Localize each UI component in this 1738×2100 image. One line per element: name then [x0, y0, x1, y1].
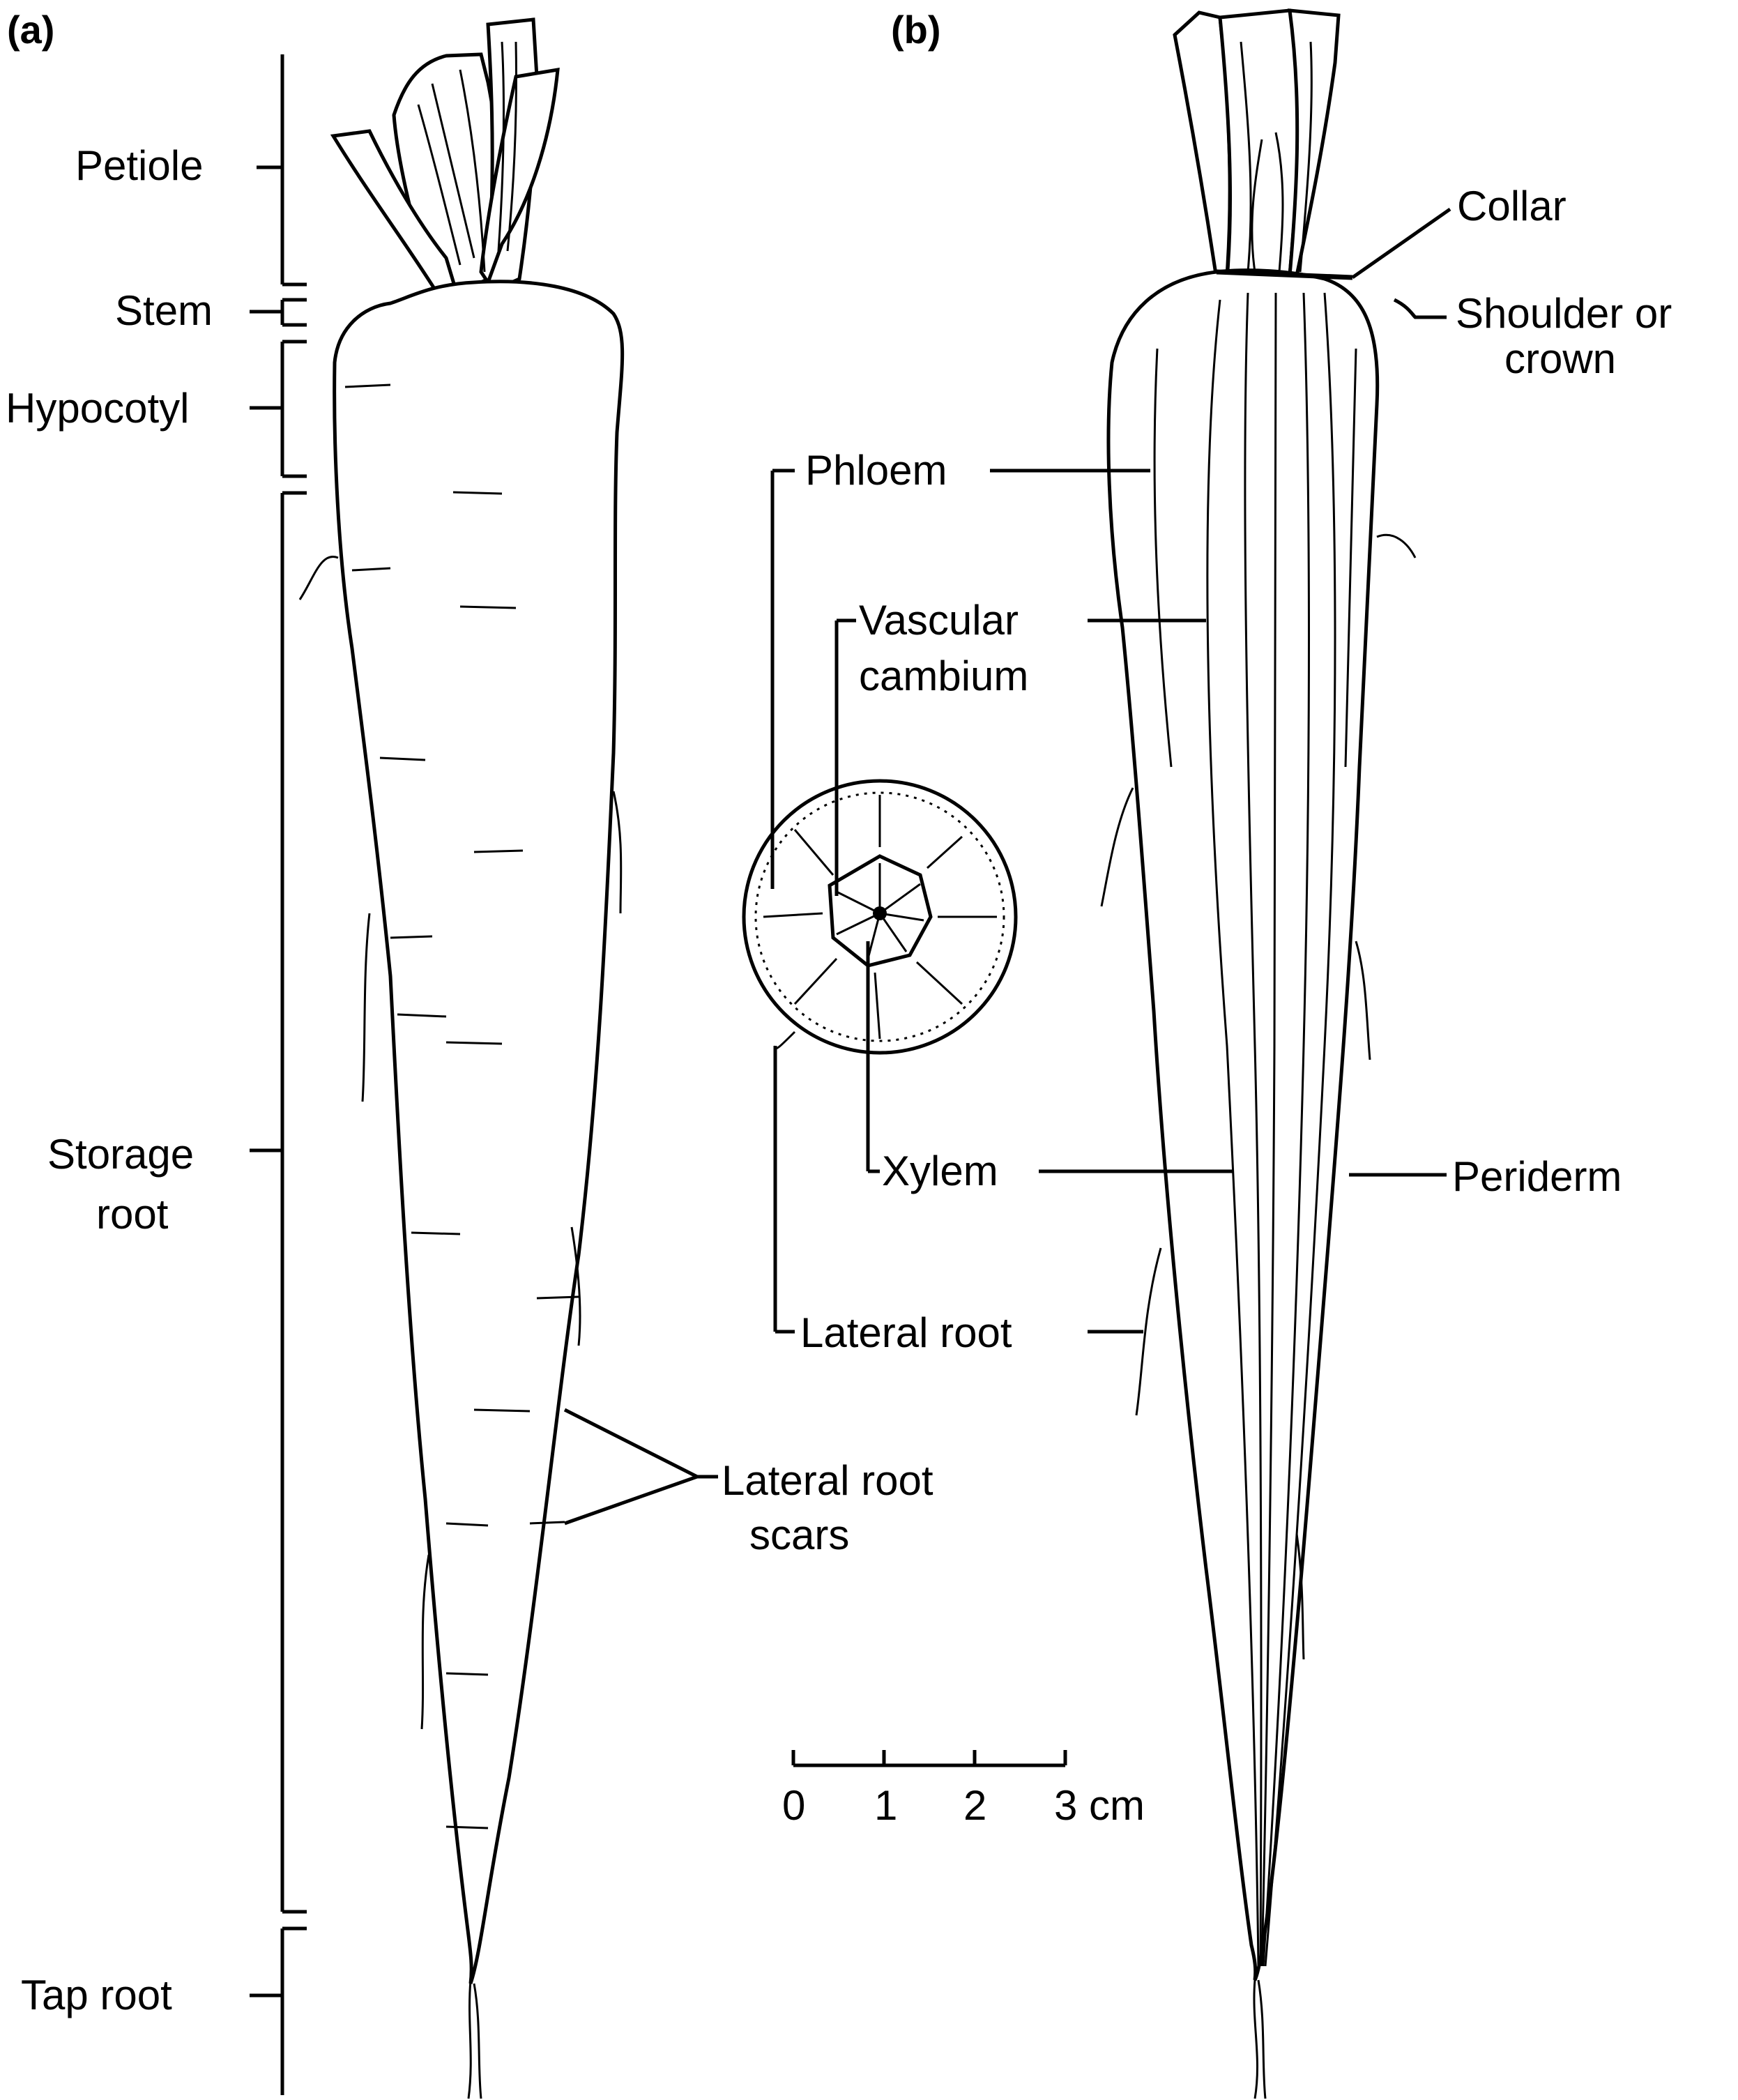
label-periderm: Periderm: [1452, 1153, 1622, 1200]
panel-a-label: (a): [7, 8, 54, 52]
scale-tick-0: 0: [782, 1782, 805, 1829]
label-shoulder-1: Shoulder or: [1456, 290, 1672, 337]
label-vascular-cambium-2: cambium: [859, 653, 1028, 699]
scale-bar: [791, 1750, 1067, 1767]
label-xylem: Xylem: [882, 1148, 998, 1194]
carrot-b-petioles: [1173, 8, 1341, 282]
label-lateral-root: Lateral root: [800, 1309, 1012, 1356]
label-phloem: Phloem: [805, 447, 947, 494]
label-petiole: Petiole: [75, 142, 203, 189]
region-bracket-a: [250, 54, 307, 2095]
scale-tick-1: 1: [874, 1782, 897, 1829]
label-shoulder-2: crown: [1504, 335, 1616, 382]
label-vascular-cambium-1: Vascular: [859, 597, 1019, 644]
label-lateral-root-scars-1: Lateral root: [722, 1457, 933, 1504]
label-tap-root: Tap root: [21, 1972, 172, 2018]
label-collar: Collar: [1457, 183, 1567, 229]
cross-section-leaders: [770, 207, 1451, 1334]
cross-section: [742, 779, 1018, 1055]
label-stem: Stem: [115, 287, 213, 334]
label-storage-root-1: Storage: [47, 1131, 194, 1178]
scale-tick-2: 2: [963, 1782, 986, 1829]
panel-b-label: (b): [891, 8, 941, 52]
lateral-root-scars-pointer: [563, 1408, 718, 1525]
label-storage-root-2: root: [96, 1191, 169, 1238]
scale-tick-3: 3 cm: [1054, 1782, 1145, 1829]
carrot-a-root: [298, 280, 625, 2099]
label-hypocotyl: Hypocotyl: [6, 385, 189, 432]
carrot-a-petioles: [330, 17, 560, 303]
label-lateral-root-scars-2: scars: [749, 1512, 849, 1558]
carrot-b-root: [1100, 268, 1417, 2099]
